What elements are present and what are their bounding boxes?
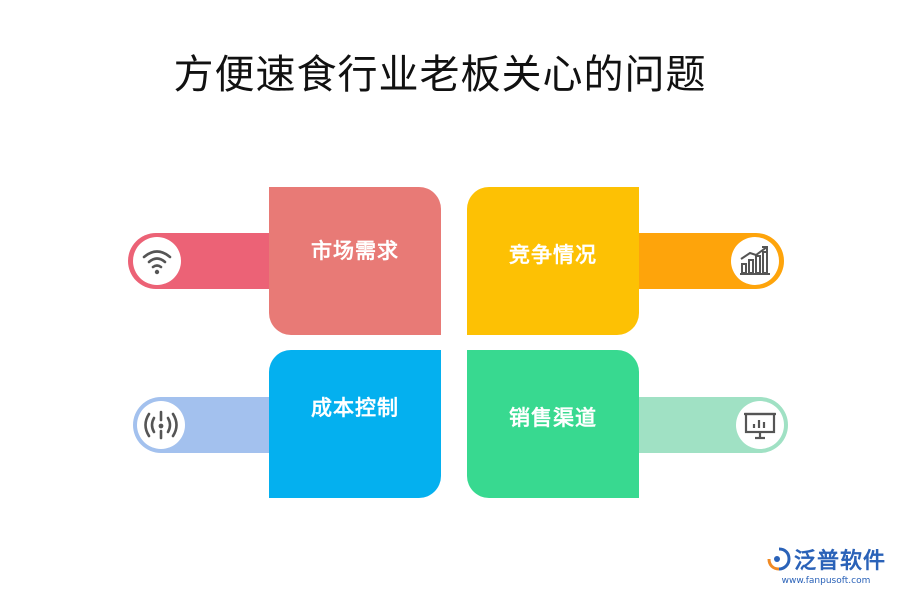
card-label: 市场需求 bbox=[311, 238, 399, 263]
icon-circle-sales-channel bbox=[736, 401, 784, 449]
icon-circle-competition bbox=[731, 237, 779, 285]
icon-circle-market-demand bbox=[133, 237, 181, 285]
logo-url: www.fanpusoft.com bbox=[781, 576, 871, 586]
icon-circle-cost-control bbox=[137, 401, 185, 449]
card-competition: 竞争情况 bbox=[467, 187, 639, 335]
card-cost-control: 成本控制 bbox=[269, 350, 441, 498]
diagram-title: 方便速食行业老板关心的问题 bbox=[173, 52, 707, 98]
logo-name: 泛普软件 bbox=[793, 549, 886, 574]
logo-icon bbox=[767, 547, 791, 571]
brand-logo: 泛普软件 www.fanpusoft.com bbox=[766, 543, 886, 586]
card-label: 销售渠道 bbox=[509, 405, 597, 430]
bar-chart-icon bbox=[740, 246, 770, 275]
card-sales-channel: 销售渠道 bbox=[467, 350, 639, 498]
card-label: 成本控制 bbox=[311, 395, 399, 420]
monitor-icon bbox=[744, 412, 776, 440]
wifi-icon bbox=[142, 250, 172, 275]
card-market-demand: 市场需求 bbox=[269, 187, 441, 335]
signal-icon bbox=[144, 410, 178, 440]
card-label: 竞争情况 bbox=[509, 242, 597, 267]
